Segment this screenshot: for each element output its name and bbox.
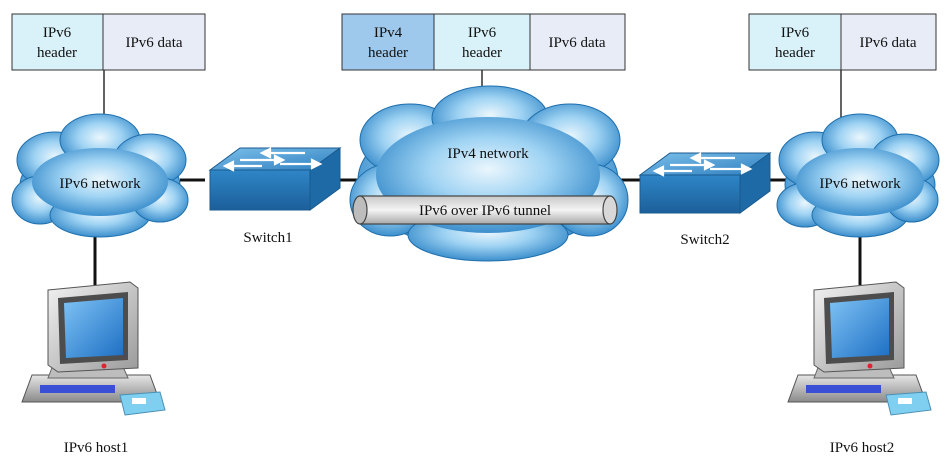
packet-middle-data: IPv6 data (548, 35, 605, 51)
host1-computer-icon: IPv6 host1 (21, 281, 166, 456)
packet-middle-ipv4-header-box (341, 13, 435, 71)
packet-middle-ipv6-line2: header (462, 45, 502, 61)
switch2-label: Switch2 (680, 232, 729, 248)
packet-middle-ipv6-line1: IPv6 (468, 25, 497, 41)
tunnel-label: IPv6 over IPv6 tunnel (419, 203, 551, 219)
packet-left: IPv6 header IPv6 data (11, 13, 206, 71)
packet-middle-data-box (529, 13, 626, 71)
cloud-ipv6-right: IPv6 network (776, 113, 940, 238)
packet-left-data-box (102, 13, 206, 71)
host2-computer-icon: IPv6 host2 (787, 281, 932, 456)
cloud-ipv6-left: IPv6 network (11, 113, 189, 238)
packet-left-header-box (11, 13, 104, 71)
packet-right-data-box (840, 13, 937, 71)
packet-left-header-line1: IPv6 (43, 25, 72, 41)
packet-right-data: IPv6 data (859, 35, 916, 51)
switch1-label: Switch1 (243, 230, 292, 246)
cloud-middle-label: IPv4 network (447, 146, 529, 162)
packet-middle-ipv6-header-box (433, 13, 531, 71)
packet-right-header-line2: header (775, 45, 815, 61)
packet-right: IPv6 header IPv6 data (748, 13, 937, 71)
tunnel-pipe: IPv6 over IPv6 tunnel (352, 195, 618, 225)
packet-middle: IPv4 header IPv6 header IPv6 data (341, 13, 626, 71)
cloud-right-label: IPv6 network (819, 176, 901, 192)
packet-right-header-line1: IPv6 (781, 25, 810, 41)
cloud-left-label: IPv6 network (59, 176, 141, 192)
packet-left-data: IPv6 data (125, 35, 182, 51)
host2-label: IPv6 host2 (830, 440, 895, 456)
packet-middle-ipv4-line1: IPv4 (374, 25, 403, 41)
packet-left-header-line2: header (37, 45, 77, 61)
cloud-ipv4-middle: IPv4 network (349, 85, 629, 262)
host1-label: IPv6 host1 (64, 440, 129, 456)
packet-middle-ipv4-line2: header (368, 45, 408, 61)
switch2-icon: Switch2 (638, 152, 772, 248)
switch1-icon: Switch1 (208, 147, 342, 246)
packet-right-header-box (748, 13, 842, 71)
